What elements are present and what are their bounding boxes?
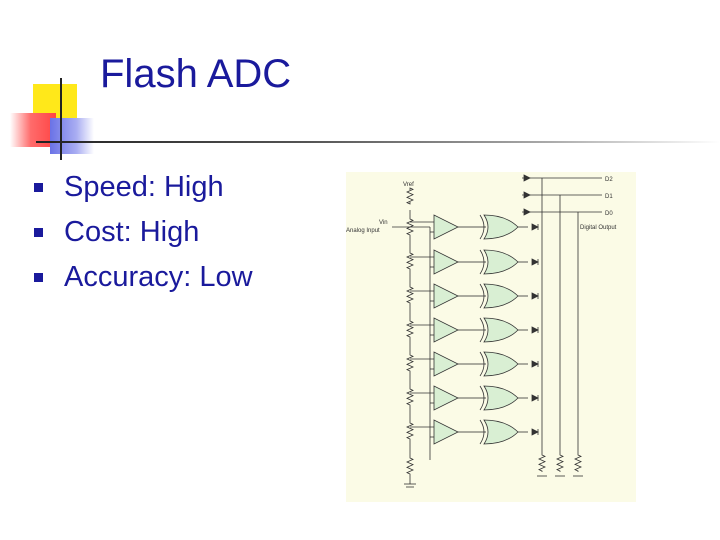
comparator-symbol [433, 317, 459, 343]
decor-blue-square [50, 118, 94, 154]
arrow-symbol [523, 191, 531, 199]
label-d1: D1 [605, 194, 613, 200]
logic-gate-symbol [483, 283, 519, 309]
bullet-marker [34, 183, 43, 192]
logic-gate-symbol [483, 419, 519, 445]
label-vref: Vref [403, 182, 414, 188]
resistor-symbol [406, 187, 414, 205]
logic-gate-symbol [483, 249, 519, 275]
bullet-text: Accuracy: Low [64, 261, 253, 293]
logic-gate-symbol [483, 385, 519, 411]
resistor-symbol [406, 380, 414, 414]
title-underline [36, 141, 720, 143]
comparator-symbol [433, 283, 459, 309]
diode-symbol [531, 394, 539, 402]
arrow-symbol [523, 208, 531, 216]
bullet-text: Cost: High [64, 216, 200, 248]
label-d2: D2 [605, 177, 613, 183]
bullet-item: Accuracy: Low [34, 255, 253, 300]
diode-symbol [531, 428, 539, 436]
diode-symbol [531, 292, 539, 300]
bullet-item: Cost: High [34, 210, 253, 255]
bullet-list: Speed: High Cost: High Accuracy: Low [34, 165, 253, 300]
resistor-symbol [574, 454, 582, 472]
diode-symbol [531, 223, 539, 231]
logic-gate-symbol [483, 317, 519, 343]
label-digital-output: Digital Output [580, 225, 617, 231]
comparator-symbol [433, 419, 459, 445]
diode-symbol [531, 326, 539, 334]
resistor-symbol [538, 454, 546, 472]
label-d0: D0 [605, 211, 613, 217]
resistor-symbol [406, 346, 414, 380]
label-vin: Vin [379, 220, 388, 226]
comparator-symbol [433, 214, 459, 240]
bullet-text: Speed: High [64, 171, 224, 203]
resistor-symbol [406, 414, 414, 448]
comparator-symbol [433, 249, 459, 275]
decor-vertical-line [60, 78, 62, 160]
arrow-symbol [523, 174, 531, 182]
comparator-symbol [433, 385, 459, 411]
bullet-marker [34, 273, 43, 282]
resistor-symbol [406, 278, 414, 312]
slide-title: Flash ADC [100, 52, 292, 96]
diode-symbol [531, 360, 539, 368]
flash-adc-diagram: Vref Vin Analog Input D2 D1 D0 Digital O… [346, 172, 636, 502]
logic-gate-symbol [483, 351, 519, 377]
resistor-symbol [406, 312, 414, 346]
resistor-symbol [406, 244, 414, 278]
bullet-item: Speed: High [34, 165, 253, 210]
resistor-symbol [556, 454, 564, 472]
comparator-symbol [433, 351, 459, 377]
diode-symbol [531, 258, 539, 266]
label-analog-input: Analog Input [346, 228, 380, 234]
logic-gate-symbol [483, 214, 519, 240]
bullet-marker [34, 228, 43, 237]
resistor-symbol [406, 448, 414, 484]
